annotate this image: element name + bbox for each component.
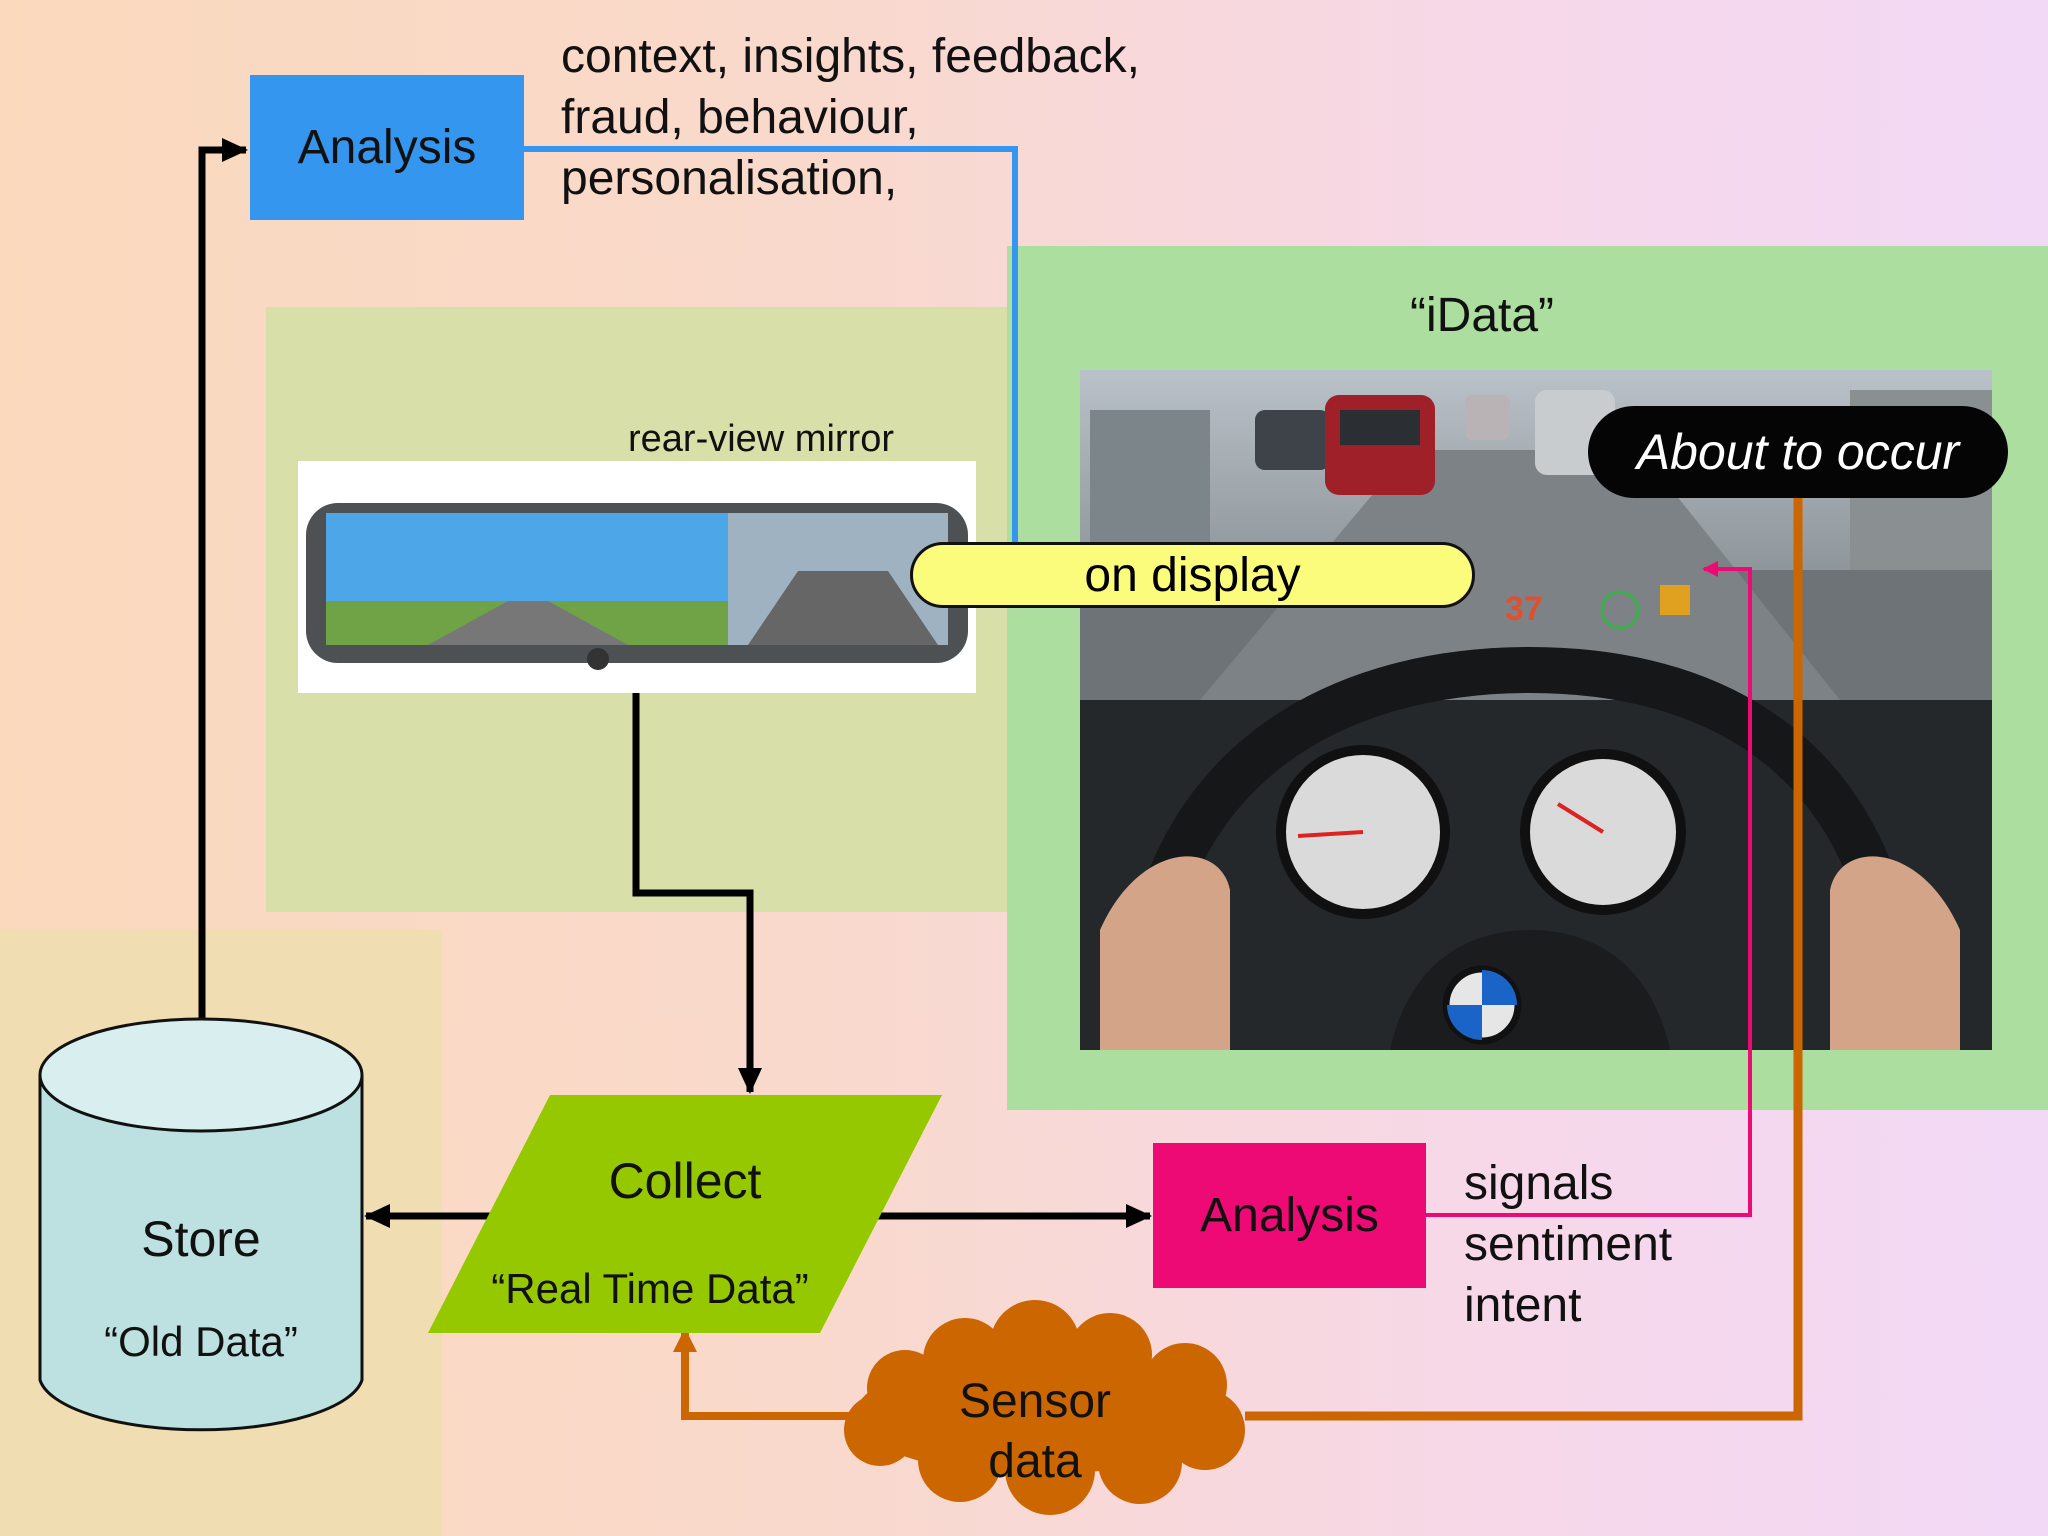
analysis-bottom-outputs: signals sentiment intent bbox=[1464, 1153, 1672, 1336]
analysis-to-display-line bbox=[524, 146, 1018, 545]
collect-sublabel: “Real Time Data” bbox=[491, 1265, 809, 1312]
store-label: Store bbox=[141, 1211, 261, 1267]
output-line: personalisation, bbox=[561, 152, 898, 205]
output-line: intent bbox=[1464, 1279, 1582, 1332]
mirror-photo bbox=[298, 461, 976, 693]
collect-label: Collect bbox=[608, 1153, 762, 1209]
analysis-top-outputs: context, insights, feedback, fraud, beha… bbox=[561, 26, 1140, 209]
svg-text:37: 37 bbox=[1505, 590, 1543, 628]
output-line: sentiment bbox=[1464, 1218, 1673, 1271]
mirror-to-collect-arrow bbox=[632, 693, 762, 1094]
mirror-label: rear-view mirror bbox=[628, 418, 894, 460]
collect-shape bbox=[428, 1095, 942, 1333]
about-to-occur-badge: About to occur bbox=[1588, 406, 2008, 498]
output-line: fraud, behaviour, bbox=[561, 91, 919, 144]
sensor-to-collect-arrow bbox=[673, 1328, 858, 1420]
sensor-label-line: Sensor bbox=[958, 1375, 1112, 1428]
analysis-box-bottom[interactable]: Analysis bbox=[1153, 1143, 1426, 1288]
sensor-label: Sensor data bbox=[915, 1372, 1155, 1492]
sensor-label-line: data bbox=[988, 1435, 1082, 1488]
output-line: context, insights, feedback, bbox=[561, 30, 1140, 83]
sensor-to-about-arrow bbox=[1245, 472, 1810, 1421]
cloud-icon bbox=[844, 1300, 1245, 1515]
analysis-box-top[interactable]: Analysis bbox=[250, 75, 524, 220]
on-display-badge: on display bbox=[910, 542, 1475, 608]
database-icon bbox=[38, 1017, 364, 1432]
output-line: signals bbox=[1464, 1157, 1614, 1210]
store-to-analysis-arrow bbox=[198, 138, 248, 1022]
idata-title: “iData” bbox=[1410, 289, 1555, 342]
analysis-to-hud-arrow bbox=[1426, 561, 1752, 1217]
store-sublabel: “Old Data” bbox=[104, 1318, 298, 1365]
